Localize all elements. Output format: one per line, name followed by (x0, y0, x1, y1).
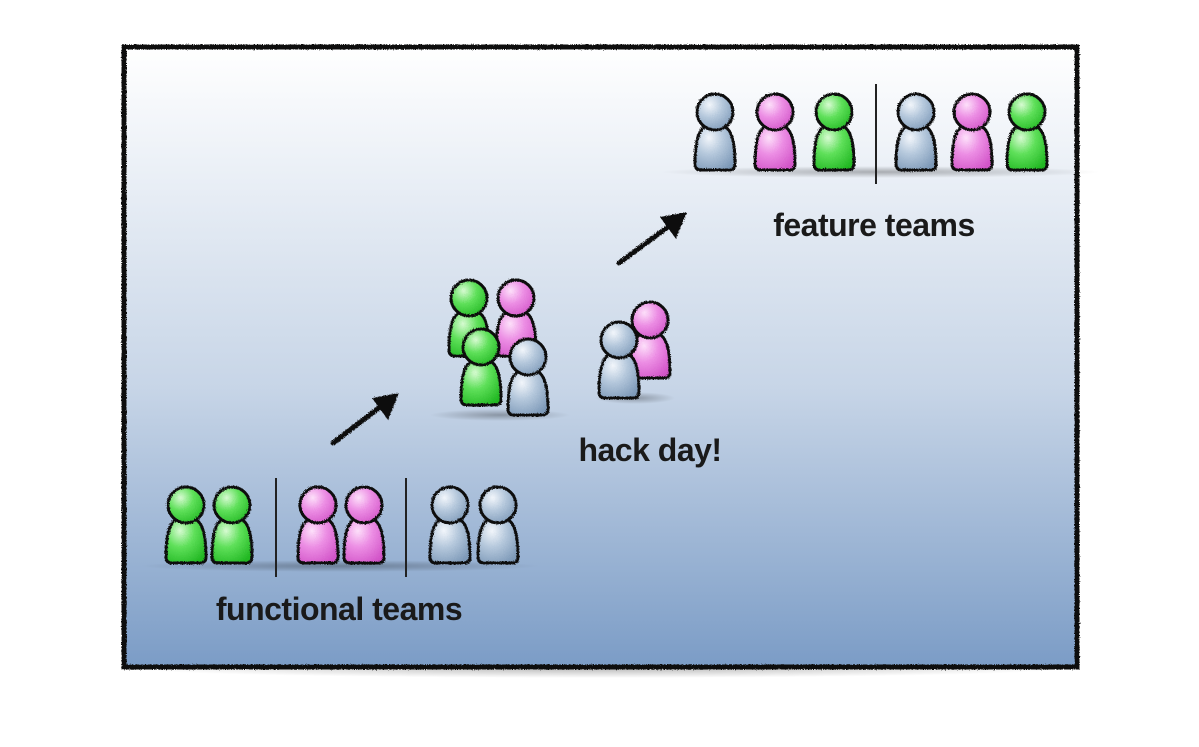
functional-member-green-icon (210, 485, 254, 565)
functional-member-pink-icon (296, 485, 340, 565)
arrow-to-hack-day (330, 393, 399, 446)
people-layer (140, 92, 1100, 572)
feature-teams-label: feature teams (773, 207, 975, 243)
hack-member-green-icon (459, 327, 503, 407)
feature-member-green-icon (812, 92, 856, 172)
feature-member-pink-icon (753, 92, 797, 172)
functional-member-pink-icon (342, 485, 386, 565)
feature-member-green-icon (1005, 92, 1049, 172)
hack-member-blue-icon (506, 337, 550, 417)
panel-border (121, 44, 1080, 670)
functional-member-blue-icon (476, 485, 520, 565)
feature-member-pink-icon (950, 92, 994, 172)
feature-member-blue-icon (693, 92, 737, 172)
functional-member-blue-icon (428, 485, 472, 565)
functional-teams-label: functional teams (216, 591, 462, 627)
hack-member-blue-icon (597, 320, 641, 400)
arrow-to-feature-teams (616, 212, 687, 266)
hack-day-label: hack day! (578, 432, 721, 468)
feature-member-blue-icon (894, 92, 938, 172)
functional-member-green-icon (164, 485, 208, 565)
